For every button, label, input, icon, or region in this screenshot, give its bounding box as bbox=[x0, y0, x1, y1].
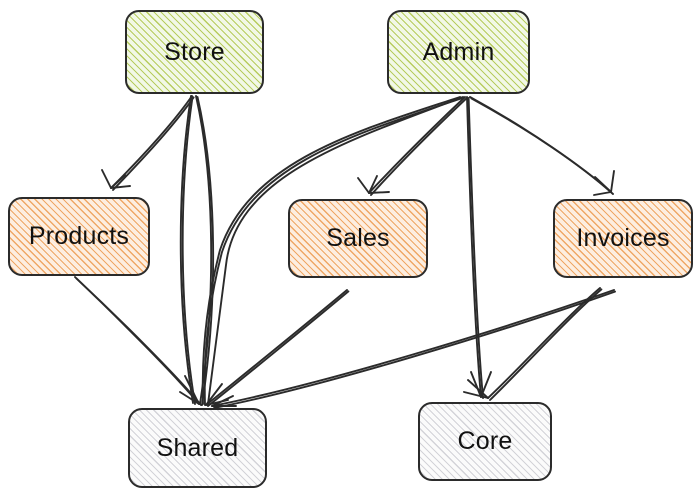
node-invoices-label: Invoices bbox=[576, 224, 670, 252]
edge-store-shared-a bbox=[179, 95, 196, 405]
node-invoices[interactable]: Invoices bbox=[553, 199, 693, 278]
node-store-label: Store bbox=[164, 37, 225, 66]
edge-sales-shared bbox=[205, 289, 350, 407]
edge-products-shared bbox=[74, 276, 202, 406]
node-admin-label: Admin bbox=[422, 37, 495, 66]
node-shared[interactable]: Shared bbox=[128, 408, 267, 488]
edge-admin-invoices bbox=[469, 96, 615, 196]
node-core-label: Core bbox=[457, 427, 513, 455]
edge-admin-shared-b bbox=[207, 96, 464, 405]
edge-admin-sales bbox=[357, 96, 468, 196]
edge-store-products bbox=[101, 95, 195, 191]
edge-invoices-core bbox=[463, 287, 603, 401]
edge-invoices-shared bbox=[211, 289, 616, 409]
node-products[interactable]: Products bbox=[8, 197, 150, 276]
node-shared-label: Shared bbox=[156, 433, 239, 462]
node-sales[interactable]: Sales bbox=[288, 199, 428, 278]
node-products-label: Products bbox=[28, 222, 130, 250]
node-store[interactable]: Store bbox=[125, 10, 264, 94]
node-sales-label: Sales bbox=[326, 224, 390, 252]
node-core[interactable]: Core bbox=[418, 402, 552, 481]
node-admin[interactable]: Admin bbox=[387, 10, 530, 94]
edge-admin-shared-a bbox=[201, 96, 463, 406]
